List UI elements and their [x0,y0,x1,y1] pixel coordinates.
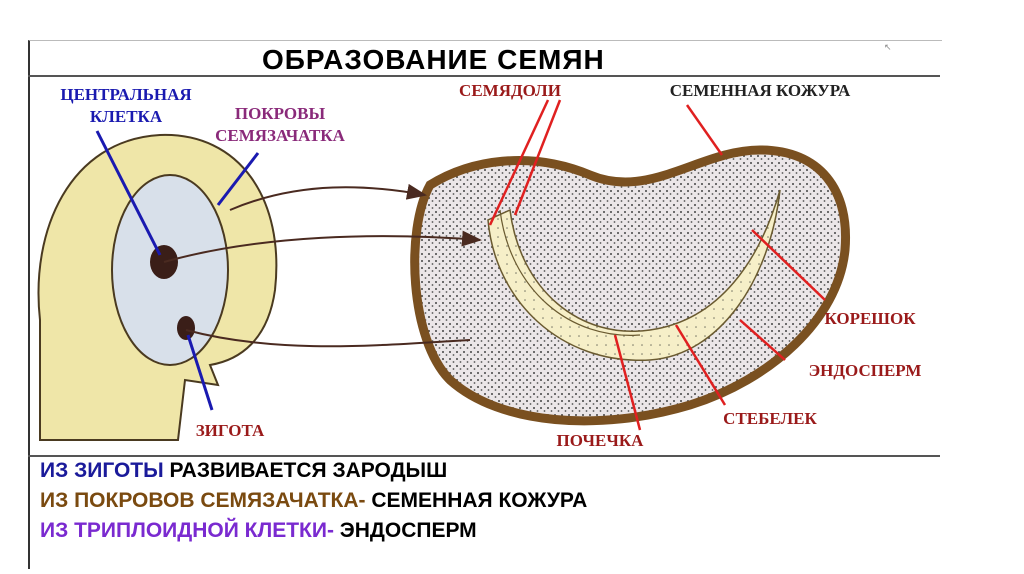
summary-rest: РАЗВИВАЕТСЯ ЗАРОДЫШ [163,459,448,482]
label-stem: СТЕБЕЛЕК [723,409,817,428]
summary-lead: ИЗ ЗИГОТЫ [40,459,164,482]
zygote-cell [177,316,195,340]
summary-lead: ИЗ ТРИПЛОИДНОЙ КЛЕТКИ- [40,519,334,542]
summary-rest: ЭНДОСПЕРМ [333,519,477,542]
summary-line-zygote: ИЗ ЗИГОТЫ РАЗВИВАЕТСЯ ЗАРОДЫШ [40,458,447,484]
title-divider [28,75,940,77]
slide-frame [28,40,942,569]
seed [410,145,851,426]
cursor-icon: ↖ [884,42,892,52]
summary-divider [28,455,940,457]
embryo [487,189,781,361]
label-zygote: ЗИГОТА [195,421,265,440]
label-cotyledons: СЕМЯДОЛИ [459,81,561,100]
label-endosperm: ЭНДОСПЕРМ [808,361,922,380]
ovule [37,133,278,441]
label-seed-coat: СЕМЕННАЯ КОЖУРА [669,81,851,100]
label-ovule-integuments: ПОКРОВЫ СЕМЯЗАЧАТКА [215,104,345,145]
summary-line-integuments: ИЗ ПОКРОВОВ СЕМЯЗАЧАТКА- СЕМЕННАЯ КОЖУРА [40,488,587,514]
label-radicle: КОРЕШОК [824,309,916,328]
summary-line-triploid: ИЗ ТРИПЛОИДНОЙ КЛЕТКИ- ЭНДОСПЕРМ [40,518,477,544]
summary-lead: ИЗ ПОКРОВОВ СЕМЯЗАЧАТКА- [40,489,366,512]
label-central-cell: ЦЕНТРАЛЬНАЯ КЛЕТКА [60,85,192,126]
label-bud: ПОЧЕЧКА [556,431,644,450]
seed-coat [410,145,851,426]
page-title: ОБРАЗОВАНИЕ СЕМЯН [262,44,605,75]
summary-rest: СЕМЕННАЯ КОЖУРА [365,489,588,512]
